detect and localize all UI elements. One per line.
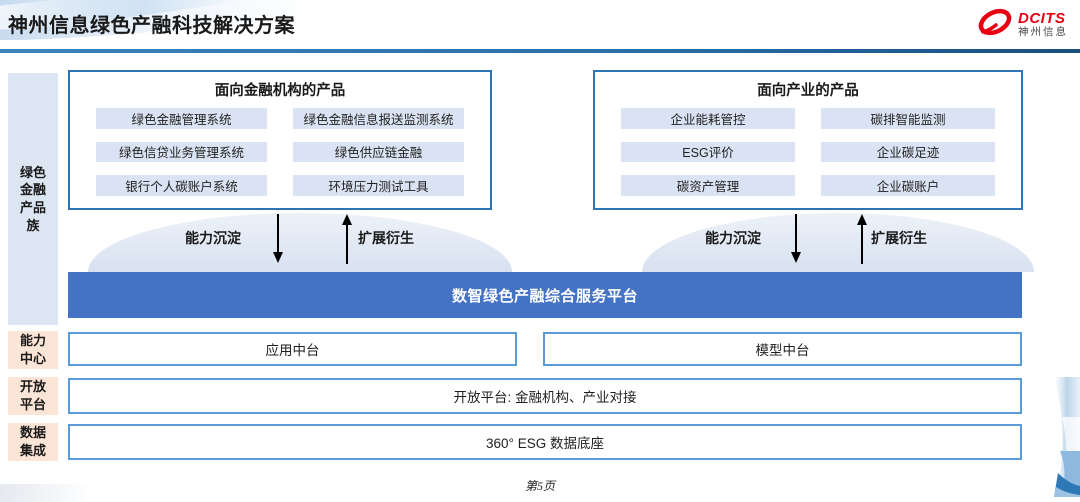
product-chip: 银行个人碳账户系统 bbox=[96, 175, 267, 196]
product-chip: 碳资产管理 bbox=[621, 175, 795, 196]
dcits-swirl-icon bbox=[977, 6, 1013, 43]
platform-bar: 数智绿色产融综合服务平台 bbox=[68, 272, 1022, 318]
sidebar-capability-center: 能力中心 bbox=[8, 331, 58, 369]
product-chip: 绿色金融管理系统 bbox=[96, 108, 267, 129]
model-middle-platform-box: 模型中台 bbox=[543, 332, 1022, 366]
dome-decoration-left bbox=[88, 213, 512, 272]
sidebar-green-finance-family: 绿色金融产品族 bbox=[8, 73, 58, 325]
flow-label-extend-derive-right: 扩展衍生 bbox=[871, 230, 927, 246]
product-chip: 环境压力测试工具 bbox=[293, 175, 464, 196]
arrow-up-icon bbox=[856, 214, 868, 269]
sidebar-label: 数据集成 bbox=[19, 425, 46, 458]
product-chip: 碳排智能监测 bbox=[821, 108, 995, 129]
arrow-up-icon bbox=[341, 214, 353, 269]
product-chip: 绿色金融信息报送监测系统 bbox=[293, 108, 464, 129]
app-middle-platform-box: 应用中台 bbox=[68, 332, 517, 366]
arrow-down-icon bbox=[790, 214, 802, 269]
flow-label-capability-settle-right: 能力沉淀 bbox=[705, 230, 761, 246]
logo-company-name: 神州信息 bbox=[1018, 25, 1068, 38]
product-chip: 企业碳足迹 bbox=[821, 141, 995, 163]
product-box-industry: 面向产业的产品 企业能耗管控 碳排智能监测 ESG评价 企业碳足迹 碳资产管理 … bbox=[593, 70, 1023, 210]
product-chip: ESG评价 bbox=[621, 141, 795, 163]
bottom-right-swoosh-decoration bbox=[1032, 377, 1080, 502]
sidebar-label: 能力中心 bbox=[19, 333, 46, 366]
logo-brand: DCITS bbox=[1018, 10, 1066, 28]
company-logo: DCITS 神州信息 bbox=[977, 6, 1068, 43]
page-number: 第5页 bbox=[524, 479, 555, 493]
sidebar-data-integration: 数据集成 bbox=[8, 423, 58, 461]
product-chip: 企业能耗管控 bbox=[621, 108, 795, 129]
sidebar-label: 开放平台 bbox=[19, 379, 46, 412]
flow-label-extend-derive-left: 扩展衍生 bbox=[358, 230, 414, 246]
esg-data-base-box: 360° ESG 数据底座 bbox=[68, 424, 1022, 460]
product-chip: 绿色供应链金融 bbox=[293, 141, 464, 163]
flow-label-capability-settle-left: 能力沉淀 bbox=[185, 230, 241, 246]
product-chip-grid: 企业能耗管控 碳排智能监测 ESG评价 企业碳足迹 碳资产管理 企业碳账户 bbox=[621, 108, 995, 196]
dome-decoration-right bbox=[642, 213, 1034, 272]
open-platform-box: 开放平台: 金融机构、产业对接 bbox=[68, 378, 1022, 414]
arrow-down-icon bbox=[272, 214, 284, 269]
sidebar-label: 绿色金融产品族 bbox=[19, 164, 46, 233]
logo-text: DCITS 神州信息 bbox=[1018, 11, 1068, 38]
product-chip: 绿色信贷业务管理系统 bbox=[96, 141, 267, 163]
product-chip: 企业碳账户 bbox=[821, 175, 995, 196]
bottom-left-swoosh-decoration bbox=[0, 484, 92, 502]
sidebar-open-platform: 开放平台 bbox=[8, 377, 58, 415]
product-box-financial-institutions: 面向金融机构的产品 绿色金融管理系统 绿色金融信息报送监测系统 绿色信贷业务管理… bbox=[68, 70, 492, 210]
product-chip-grid: 绿色金融管理系统 绿色金融信息报送监测系统 绿色信贷业务管理系统 绿色供应链金融… bbox=[96, 108, 464, 196]
title-underline bbox=[0, 49, 1080, 53]
product-box-title: 面向产业的产品 bbox=[757, 83, 859, 99]
page-title: 神州信息绿色产融科技解决方案 bbox=[8, 15, 295, 37]
product-box-title: 面向金融机构的产品 bbox=[214, 83, 346, 99]
